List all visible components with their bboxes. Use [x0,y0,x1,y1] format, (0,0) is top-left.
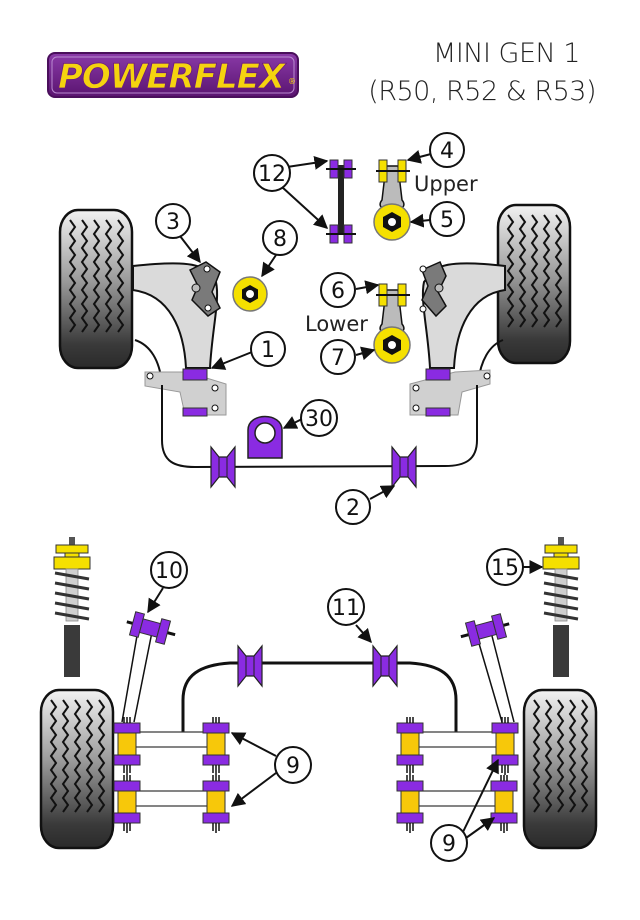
callout-7[interactable]: 7 [320,339,356,375]
front-left-arm-front-bush [182,368,208,381]
svg-text:15: 15 [491,556,519,581]
callout-2[interactable]: 2 [335,489,371,525]
lower-engine-mount [373,283,411,364]
rear-left-tyre [41,690,113,848]
callout-12[interactable]: 12 [253,154,291,192]
front-anti-roll-bar [161,385,478,469]
front-right-arm-rear-bush [425,407,451,417]
rear-left-lower-link [128,790,213,807]
front-right-lower-arm [421,262,506,369]
rear-link-bush [113,774,141,834]
svg-text:6: 6 [331,279,345,304]
svg-text:30: 30 [305,407,333,432]
callout-15[interactable]: 15 [486,548,524,586]
logo-inner-border [51,56,295,94]
front-arb-mount-left [210,446,236,488]
front-right-bracket [421,261,447,318]
logo-badge [47,52,299,98]
rear-right-trailing-arm-bush [460,613,510,647]
logo-wordmark: POWERFLEX [58,57,287,97]
callout-9-right[interactable]: 9 [430,824,468,862]
callout-5[interactable]: 5 [429,201,465,237]
svg-text:12: 12 [258,162,286,187]
rear-link-bush [113,716,141,776]
rear-left-trailing-arm-bush [126,611,176,645]
front-left-tyre [60,210,132,368]
rear-anti-roll-bar [181,661,458,732]
front-right-arm-front-bush [425,368,451,381]
svg-text:2: 2 [346,496,360,521]
svg-text:10: 10 [155,559,183,584]
callout-3[interactable]: 3 [155,203,191,239]
rear-link-bush [396,716,424,776]
svg-text:8: 8 [273,227,287,252]
svg-text:11: 11 [332,596,360,621]
callout-10[interactable]: 10 [150,551,188,589]
rear-right-upper-link [409,731,507,748]
lower-label: Lower [305,312,368,336]
rear-right-shock [541,535,581,679]
upper-engine-mount [373,159,411,241]
callout-8[interactable]: 8 [262,220,298,256]
callout-4[interactable]: 4 [429,132,465,168]
callouts: 1 2 3 4 5 6 7 8 9 9 10 11 [147,132,544,862]
svg-text:7: 7 [331,346,345,371]
rear-link-bush [202,774,230,834]
rear-link-bush [490,774,518,834]
upper-label: Upper [414,172,478,196]
svg-text:3: 3 [166,210,180,235]
callout-1[interactable]: 1 [250,331,286,367]
rear-link-bush [396,774,424,834]
svg-text:4: 4 [440,139,454,164]
front-drop-link [326,159,356,244]
front-arb-mount-right [391,446,417,488]
rear-arb-mount-left [237,645,263,687]
callout-30[interactable]: 30 [300,399,338,437]
rear-arb-mount-right [372,645,398,687]
title-model: MINI GEN 1 [433,38,580,69]
rear-right-tyre [524,690,596,848]
front-left-arm-rear-bush [182,407,208,417]
svg-text:1: 1 [261,338,275,363]
rear-left-shock [52,535,92,679]
rear-link-bush [202,716,230,776]
callout-11[interactable]: 11 [327,588,365,626]
powerflex-logo: POWERFLEX ® [47,52,299,98]
title-variants: (R50, R52 & R53) [368,76,596,107]
front-right-tyre [498,205,570,363]
callout-6[interactable]: 6 [320,272,356,308]
svg-text:9: 9 [442,832,456,857]
registered-mark: ® [288,77,296,86]
callout-9-left[interactable]: 9 [274,746,312,784]
rear-left-upper-link [128,731,213,748]
svg-text:9: 9 [286,754,300,779]
rear-right-lower-link [409,790,507,807]
svg-text:5: 5 [440,208,454,233]
front-suspension: Upper Lower [60,159,570,488]
